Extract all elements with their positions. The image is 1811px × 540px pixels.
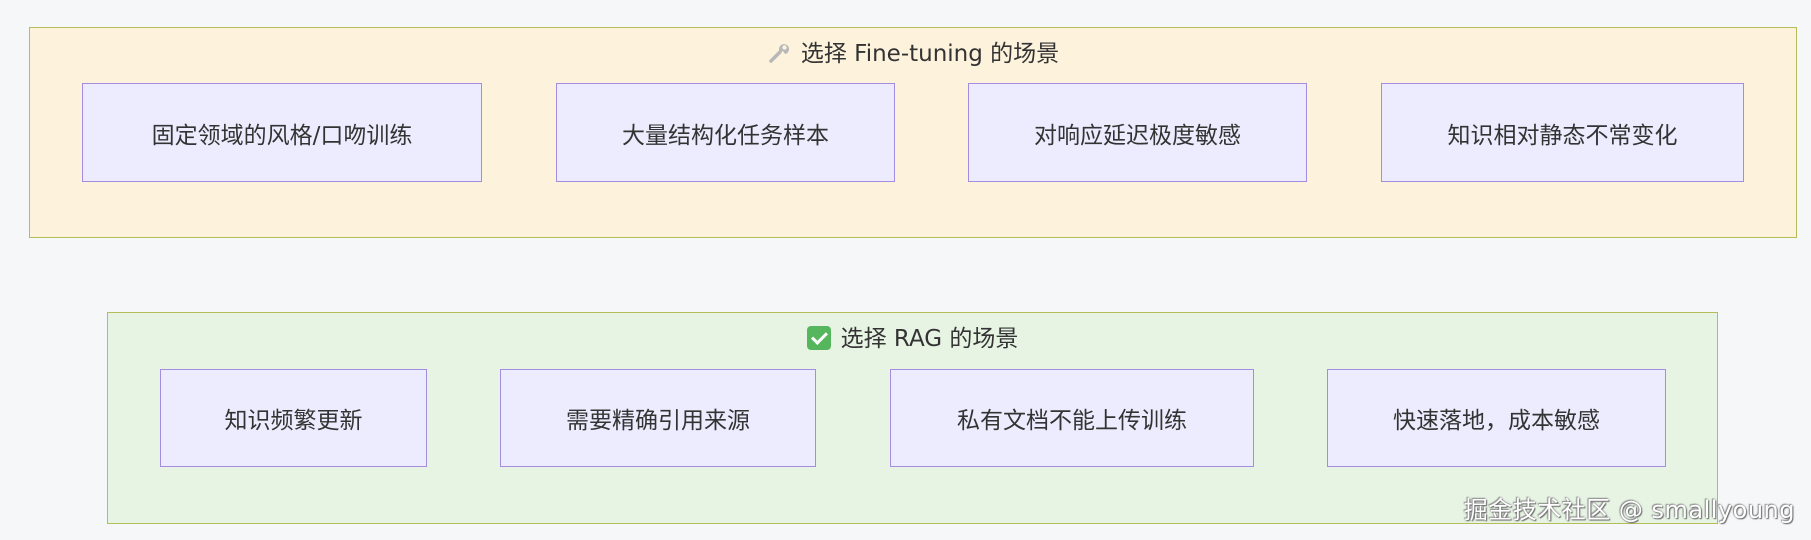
node-style-tone-training: 固定领域的风格/口吻训练 [82,83,482,182]
node-fast-low-cost: 快速落地，成本敏感 [1327,369,1666,467]
node-frequent-knowledge-updates: 知识频繁更新 [160,369,427,467]
node-structured-task-samples: 大量结构化任务样本 [556,83,895,182]
fine-tuning-scenarios-group: 选择 Fine-tuning 的场景 固定领域的风格/口吻训练 大量结构化任务样… [29,27,1797,238]
rag-group-title: 选择 RAG 的场景 [108,321,1717,357]
rag-scenarios-group: 选择 RAG 的场景 知识频繁更新 需要精确引用来源 私有文档不能上传训练 快速… [107,312,1718,524]
node-static-knowledge: 知识相对静态不常变化 [1381,83,1744,182]
node-private-docs-no-upload: 私有文档不能上传训练 [890,369,1254,467]
node-latency-sensitive: 对响应延迟极度敏感 [968,83,1307,182]
wrench-icon [769,43,789,63]
check-mark-icon [806,325,831,350]
fine-tuning-title-text: 选择 Fine-tuning 的场景 [800,41,1060,67]
rag-title-text: 选择 RAG 的场景 [840,326,1019,352]
watermark: 掘金技术社区 @ smallyoung [1463,496,1795,524]
fine-tuning-group-title: 选择 Fine-tuning 的场景 [30,36,1796,72]
node-precise-source-citation: 需要精确引用来源 [500,369,816,467]
